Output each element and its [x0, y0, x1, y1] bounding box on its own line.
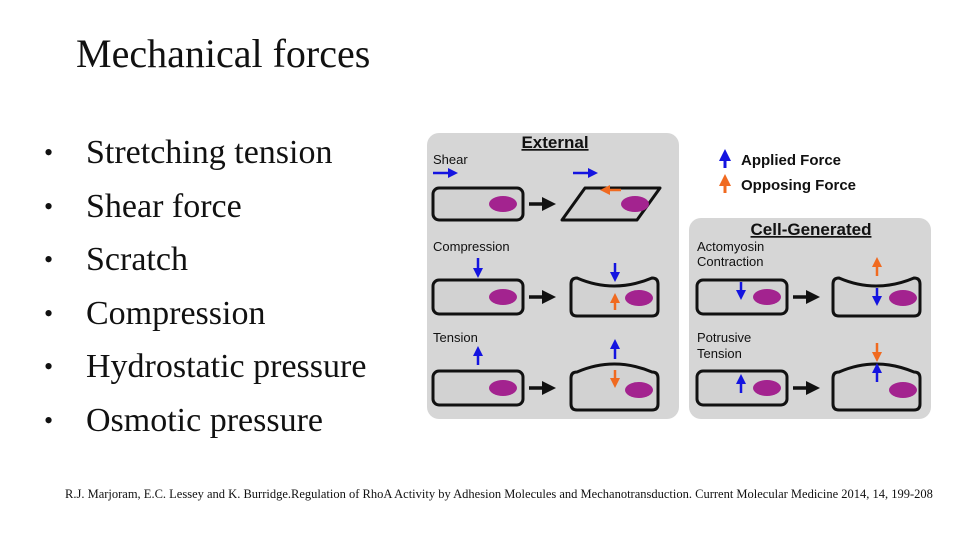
citation: R.J. Marjoram, E.C. Lessey and K. Burrid… — [65, 487, 933, 501]
shear-nucleus-initial — [489, 196, 517, 212]
actomyosin-label: Actomyosin — [697, 239, 764, 254]
compression-nucleus-deformed — [625, 290, 653, 306]
external-title: External — [521, 133, 588, 152]
potrusive-cell-deformed — [831, 362, 922, 412]
bullet-text: Stretching tension — [86, 134, 333, 171]
actomyosin-nucleus-initial — [753, 289, 781, 305]
contraction-label: Contraction — [697, 254, 763, 269]
applied-force-label: Applied Force — [741, 152, 841, 169]
tension-cell-initial — [431, 369, 525, 407]
bullet-item: • Compression — [44, 287, 366, 341]
bullet-glyph: • — [44, 138, 54, 167]
bullet-glyph: • — [44, 405, 54, 435]
shear-cell-initial — [431, 186, 525, 222]
potrusive-tension-label: Tension — [697, 346, 742, 361]
mechanical-forces-figure: External Cell-Generated Applied Force Op… — [427, 133, 931, 419]
bullet-glyph: • — [44, 352, 54, 381]
potrusive-nucleus-deformed — [889, 382, 917, 398]
bullet-item: • Shear force — [44, 180, 366, 234]
potrusive-label: Potrusive — [697, 330, 751, 345]
bullet-text: Compression — [86, 294, 266, 332]
bullet-glyph: • — [44, 245, 54, 274]
bullet-item: • Osmotic pressure — [44, 394, 366, 448]
tension-nucleus-initial — [489, 380, 517, 396]
shear-cell-deformed — [560, 186, 662, 222]
bullet-item: • Hydrostatic pressure — [44, 340, 366, 394]
bullet-item: • Stretching tension — [44, 126, 366, 180]
bullet-list: • Stretching tension • Shear force • Scratc… — [44, 126, 366, 447]
potrusive-nucleus-initial — [753, 380, 781, 396]
bullet-text: Hydrostatic pressure — [86, 348, 367, 385]
bullet-item: • Scratch — [44, 233, 366, 287]
tension-nucleus-deformed — [625, 382, 653, 398]
compression-label: Compression — [433, 239, 510, 254]
cell-generated-title: Cell-Generated — [751, 220, 872, 239]
compression-cell-initial — [431, 278, 525, 316]
opposing-force-label: Opposing Force — [741, 177, 856, 194]
shear-nucleus-deformed — [621, 196, 649, 212]
tension-label: Tension — [433, 330, 478, 345]
bullet-text: Scratch — [86, 241, 188, 278]
compression-nucleus-initial — [489, 289, 517, 305]
actomyosin-nucleus-deformed — [889, 290, 917, 306]
bullet-text: Osmotic pressure — [86, 401, 324, 439]
shear-label: Shear — [433, 152, 468, 167]
bullet-glyph: • — [44, 298, 54, 328]
bullet-text: Shear force — [86, 187, 242, 225]
slide-title: Mechanical forces — [76, 31, 371, 76]
bullet-glyph: • — [44, 191, 54, 221]
